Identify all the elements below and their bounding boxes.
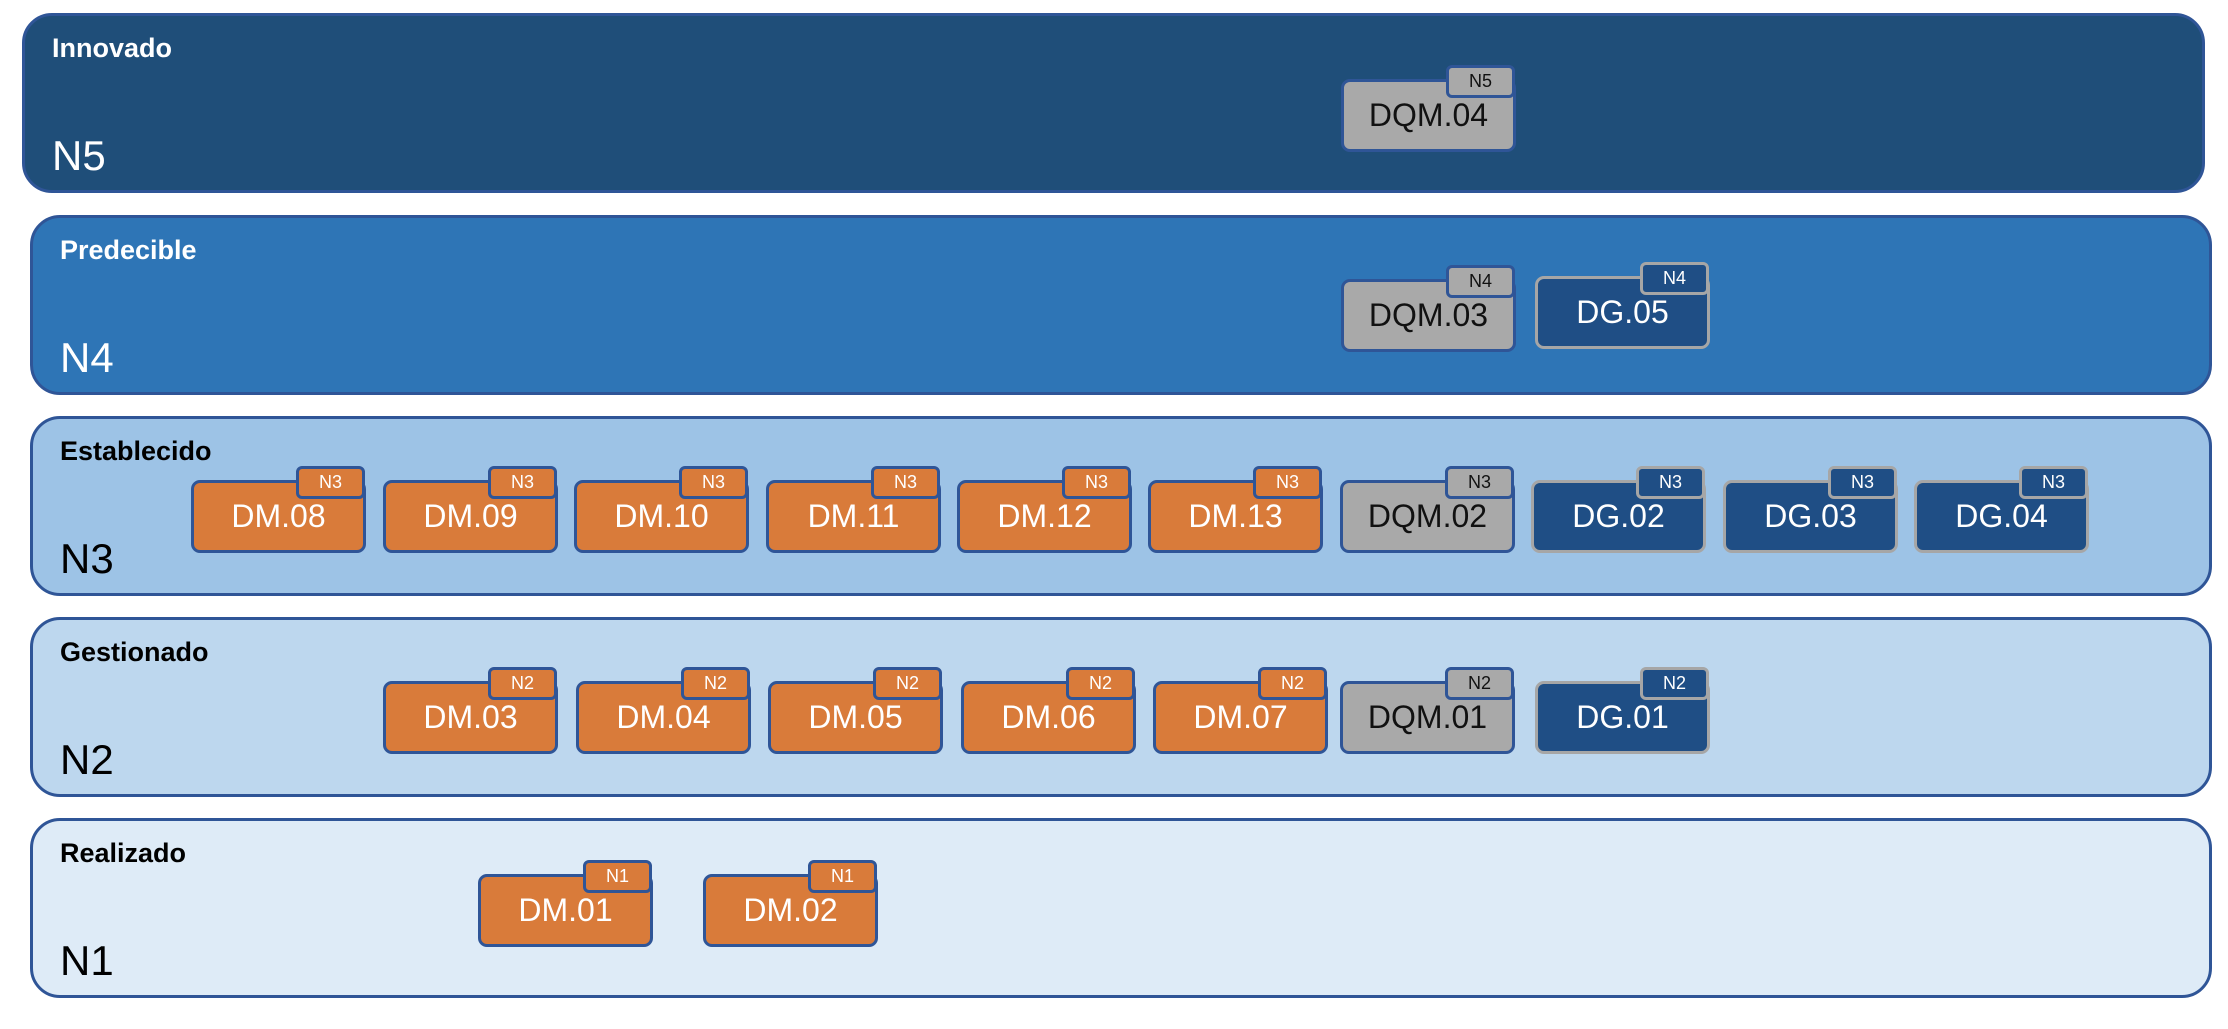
process-box-dqm-02[interactable]: DQM.02 N3 bbox=[1340, 466, 1515, 553]
process-box-dm-01[interactable]: DM.01 N1 bbox=[478, 860, 653, 947]
process-label: DM.06 bbox=[1001, 699, 1096, 735]
process-box-dm-08[interactable]: DM.08 N3 bbox=[191, 466, 366, 553]
level-tag: N3 bbox=[871, 466, 940, 499]
level-tag: N2 bbox=[488, 667, 557, 700]
process-label: DG.01 bbox=[1576, 699, 1669, 735]
process-label: DG.04 bbox=[1955, 498, 2048, 534]
process-box-dg-05[interactable]: DG.05 N4 bbox=[1535, 262, 1710, 349]
level-tag: N2 bbox=[1445, 667, 1514, 700]
process-label: DQM.03 bbox=[1368, 297, 1489, 333]
band-level: N1 bbox=[60, 937, 114, 984]
level-tag: N2 bbox=[1066, 667, 1135, 700]
level-tag: N2 bbox=[681, 667, 750, 700]
process-label: DM.10 bbox=[614, 498, 709, 534]
process-box-dm-04[interactable]: DM.04 N2 bbox=[576, 667, 751, 754]
process-box-dm-11[interactable]: DM.11 N3 bbox=[766, 466, 941, 553]
process-box-dqm-03[interactable]: DQM.03 N4 bbox=[1341, 265, 1516, 352]
band-title: Establecido bbox=[60, 436, 212, 466]
process-box-dg-01[interactable]: DG.01 N2 bbox=[1535, 667, 1710, 754]
level-tag: N2 bbox=[873, 667, 942, 700]
process-box-dm-12[interactable]: DM.12 N3 bbox=[957, 466, 1132, 553]
band-level: N5 bbox=[52, 132, 106, 179]
process-label: DM.07 bbox=[1193, 699, 1288, 735]
process-box-dm-09[interactable]: DM.09 N3 bbox=[383, 466, 558, 553]
process-label: DQM.04 bbox=[1368, 97, 1489, 133]
level-tag: N4 bbox=[1640, 262, 1709, 295]
process-label: DM.12 bbox=[997, 498, 1092, 534]
level-tag: N3 bbox=[1636, 466, 1705, 499]
process-box-dm-13[interactable]: DM.13 N3 bbox=[1148, 466, 1323, 553]
band-title: Gestionado bbox=[60, 637, 209, 667]
process-box-dm-07[interactable]: DM.07 N2 bbox=[1153, 667, 1328, 754]
level-tag: N1 bbox=[808, 860, 877, 893]
process-box-dm-03[interactable]: DM.03 N2 bbox=[383, 667, 558, 754]
process-box-dg-02[interactable]: DG.02 N3 bbox=[1531, 466, 1706, 553]
level-tag: N3 bbox=[1062, 466, 1131, 499]
process-label: DM.13 bbox=[1188, 498, 1283, 534]
band-title: Realizado bbox=[60, 838, 187, 868]
level-tag: N2 bbox=[1258, 667, 1327, 700]
level-tag: N3 bbox=[679, 466, 748, 499]
band-title: Predecible bbox=[60, 235, 197, 265]
process-box-dg-04[interactable]: DG.04 N3 bbox=[1914, 466, 2089, 553]
band-n4: Predecible N4 bbox=[30, 215, 2212, 395]
band-n1: Realizado N1 bbox=[30, 818, 2212, 998]
level-tag: N1 bbox=[583, 860, 652, 893]
process-box-dm-06[interactable]: DM.06 N2 bbox=[961, 667, 1136, 754]
process-label: DM.05 bbox=[808, 699, 903, 735]
process-label: DQM.02 bbox=[1367, 498, 1488, 534]
level-tag: N4 bbox=[1446, 265, 1515, 298]
process-label: DM.04 bbox=[616, 699, 711, 735]
process-label: DM.09 bbox=[423, 498, 518, 534]
process-label: DM.11 bbox=[807, 498, 900, 534]
level-tag: N5 bbox=[1446, 65, 1515, 98]
process-label: DG.05 bbox=[1576, 294, 1669, 330]
level-tag: N3 bbox=[488, 466, 557, 499]
process-box-dqm-04[interactable]: DQM.04 N5 bbox=[1341, 65, 1516, 152]
process-label: DQM.01 bbox=[1367, 699, 1488, 735]
level-tag: N3 bbox=[296, 466, 365, 499]
level-tag: N2 bbox=[1640, 667, 1709, 700]
process-label: DM.03 bbox=[423, 699, 518, 735]
process-label: DM.08 bbox=[231, 498, 326, 534]
level-tag: N3 bbox=[1828, 466, 1897, 499]
process-box-dqm-01[interactable]: DQM.01 N2 bbox=[1340, 667, 1515, 754]
level-tag: N3 bbox=[2019, 466, 2088, 499]
process-label: DM.02 bbox=[743, 892, 838, 928]
band-level: N2 bbox=[60, 736, 114, 783]
level-tag: N3 bbox=[1253, 466, 1322, 499]
band-n5: Innovado N5 bbox=[22, 13, 2205, 193]
process-label: DG.02 bbox=[1572, 498, 1665, 534]
band-level: N3 bbox=[60, 535, 114, 582]
band-title: Innovado bbox=[52, 33, 172, 63]
band-level: N4 bbox=[60, 334, 114, 381]
process-box-dg-03[interactable]: DG.03 N3 bbox=[1723, 466, 1898, 553]
process-box-dm-10[interactable]: DM.10 N3 bbox=[574, 466, 749, 553]
level-tag: N3 bbox=[1445, 466, 1514, 499]
process-box-dm-02[interactable]: DM.02 N1 bbox=[703, 860, 878, 947]
process-label: DM.01 bbox=[518, 892, 613, 928]
process-box-dm-05[interactable]: DM.05 N2 bbox=[768, 667, 943, 754]
process-label: DG.03 bbox=[1764, 498, 1857, 534]
